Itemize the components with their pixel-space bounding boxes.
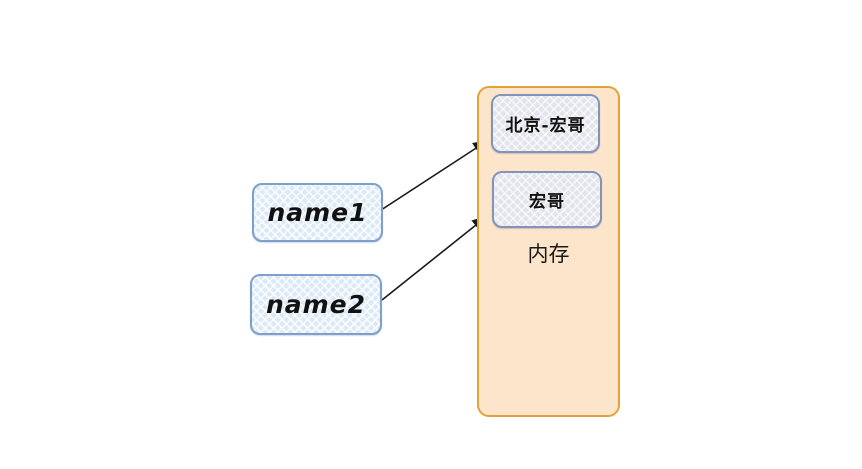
- memory-container: 北京-宏哥 宏哥 内存: [477, 86, 620, 417]
- memory-object-label: 宏哥: [529, 192, 565, 212]
- variable-label-name1: name1: [267, 198, 368, 227]
- variable-box-name1: name1: [252, 183, 383, 242]
- variable-box-name2: name2: [250, 274, 382, 335]
- arrow-name2-to-honge: [381, 215, 488, 301]
- variable-label-name2: name2: [265, 290, 367, 319]
- memory-object-beijing-honge: 北京-宏哥: [491, 94, 600, 153]
- arrow-name1-to-beijing-honge: [374, 139, 490, 215]
- memory-title: 内存: [527, 242, 570, 266]
- memory-object-honge: 宏哥: [492, 171, 602, 228]
- memory-object-label: 北京-宏哥: [505, 116, 586, 136]
